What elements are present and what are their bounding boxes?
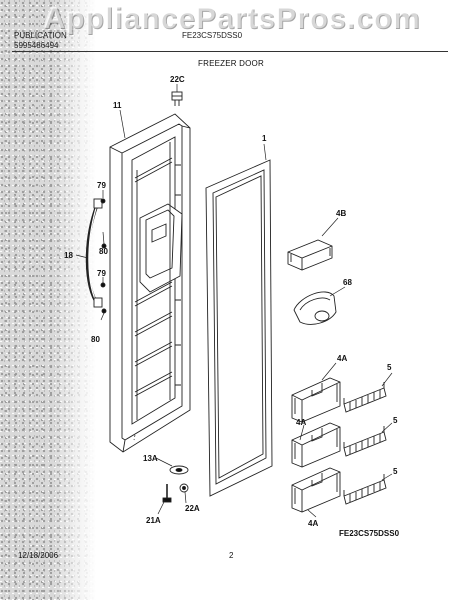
callout-22a: 22A	[185, 504, 200, 513]
callout-80-lower: 80	[91, 335, 100, 344]
part-22a-hinge-bushing	[179, 483, 189, 493]
header-model-number: FE23CS75DSS0	[182, 31, 243, 40]
part-4a-door-bin-2	[291, 422, 341, 468]
publication-number: 5995486494	[14, 41, 59, 50]
header-rule	[12, 51, 448, 52]
callout-5-1: 5	[387, 363, 392, 372]
part-5-wire-rack-3	[343, 474, 387, 505]
part-4b-door-bin	[287, 239, 333, 271]
callout-4a-3: 4A	[308, 519, 318, 528]
callout-21a: 21A	[146, 516, 161, 525]
callout-79-upper: 79	[97, 181, 106, 190]
screw-79-lower	[100, 282, 106, 288]
part-18-door-handle	[85, 198, 103, 308]
part-1-door-gasket	[205, 159, 273, 497]
callout-13a: 13A	[143, 454, 158, 463]
part-68-ice-chute	[293, 291, 337, 325]
diagram-model-reference: FE23CS75DSS0	[339, 529, 400, 538]
callout-18: 18	[64, 251, 73, 260]
part-11-freezer-door	[109, 113, 191, 453]
screw-80-lower	[101, 308, 107, 314]
part-4a-door-bin-1	[291, 377, 341, 423]
callout-22c: 22C	[170, 75, 185, 84]
section-title: FREEZER DOOR	[198, 59, 264, 68]
watermark: AppliancePartsPros.com	[43, 2, 421, 35]
callout-leaders	[75, 84, 393, 518]
callout-79-lower: 79	[97, 269, 106, 278]
screw-79-upper	[100, 198, 106, 204]
publication-label: PUBLICATION	[14, 31, 67, 40]
callout-11: 11	[113, 101, 122, 110]
footer-page-number: 2	[229, 551, 234, 560]
part-4a-door-bin-3	[291, 467, 341, 513]
callout-5-2: 5	[393, 416, 398, 425]
part-22c-top-hinge-cap	[171, 91, 183, 106]
callout-1: 1	[262, 134, 267, 143]
part-21a-hinge-pin	[162, 484, 172, 503]
callout-4a-1: 4A	[337, 354, 347, 363]
callout-68: 68	[343, 278, 352, 287]
callout-80-upper: 80	[99, 247, 108, 256]
part-5-wire-rack-2	[343, 426, 387, 457]
callout-4b: 4B	[336, 209, 346, 218]
footer-date: 12/18/2006	[18, 551, 59, 560]
callout-4a-2: 4A	[296, 418, 306, 427]
part-13a-bottom-hinge	[169, 465, 189, 475]
part-5-wire-rack-1	[343, 382, 387, 413]
callout-5-3: 5	[393, 467, 398, 476]
side-texture	[0, 0, 96, 600]
